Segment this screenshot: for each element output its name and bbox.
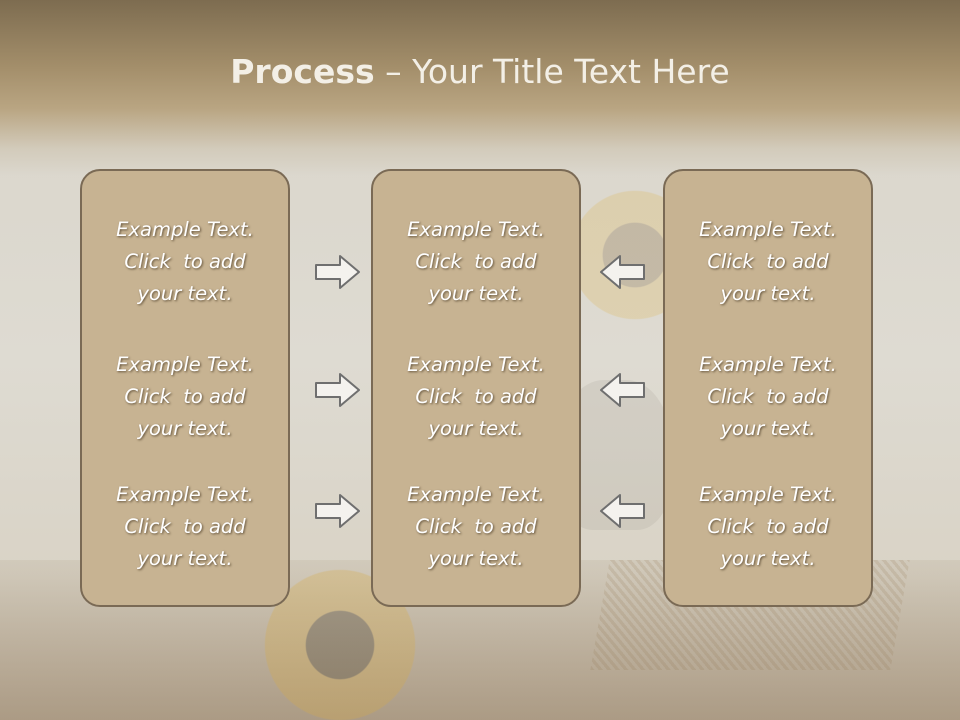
text-line: Click to add — [415, 250, 537, 273]
text-line: Example Text. — [699, 353, 837, 376]
text-line: Example Text. — [407, 218, 545, 241]
arrow-right-icon[interactable] — [314, 252, 362, 292]
process-box-right[interactable]: Example Text. Click to add your text. Ex… — [663, 169, 873, 607]
arrow-left-icon[interactable] — [598, 252, 646, 292]
process-box-center[interactable]: Example Text. Click to add your text. Ex… — [371, 169, 581, 607]
text-line: your text. — [720, 547, 816, 570]
text-line: Click to add — [707, 250, 829, 273]
text-line: Example Text. — [407, 353, 545, 376]
arrow-left-icon[interactable] — [598, 370, 646, 410]
text-line: Click to add — [707, 515, 829, 538]
title-bold: Process — [230, 52, 375, 91]
text-line: Click to add — [415, 385, 537, 408]
arrow-right-icon[interactable] — [314, 370, 362, 410]
text-line: Example Text. — [116, 218, 254, 241]
text-line: Example Text. — [116, 353, 254, 376]
process-box-left[interactable]: Example Text. Click to add your text. Ex… — [80, 169, 290, 607]
text-line: Example Text. — [116, 483, 254, 506]
text-line: your text. — [428, 547, 524, 570]
text-line: Click to add — [415, 515, 537, 538]
text-line: your text. — [428, 282, 524, 305]
box-text[interactable]: Example Text. Click to add your text. — [82, 479, 288, 575]
text-line: Example Text. — [699, 218, 837, 241]
box-text[interactable]: Example Text. Click to add your text. — [373, 214, 579, 310]
text-line: your text. — [137, 547, 233, 570]
box-text[interactable]: Example Text. Click to add your text. — [665, 349, 871, 445]
arrow-right-icon[interactable] — [314, 491, 362, 531]
text-line: Click to add — [124, 250, 246, 273]
box-text[interactable]: Example Text. Click to add your text. — [373, 349, 579, 445]
title-band — [0, 0, 960, 175]
box-text[interactable]: Example Text. Click to add your text. — [373, 479, 579, 575]
text-line: your text. — [428, 417, 524, 440]
title-rest: – Your Title Text Here — [374, 52, 730, 91]
text-line: your text. — [137, 282, 233, 305]
text-line: your text. — [720, 282, 816, 305]
box-text[interactable]: Example Text. Click to add your text. — [82, 349, 288, 445]
box-text[interactable]: Example Text. Click to add your text. — [665, 214, 871, 310]
text-line: your text. — [720, 417, 816, 440]
arrow-left-icon[interactable] — [598, 491, 646, 531]
text-line: Click to add — [124, 385, 246, 408]
text-line: Click to add — [707, 385, 829, 408]
text-line: your text. — [137, 417, 233, 440]
text-line: Example Text. — [407, 483, 545, 506]
box-text[interactable]: Example Text. Click to add your text. — [82, 214, 288, 310]
box-text[interactable]: Example Text. Click to add your text. — [665, 479, 871, 575]
slide-title[interactable]: Process – Your Title Text Here — [0, 52, 960, 91]
text-line: Click to add — [124, 515, 246, 538]
text-line: Example Text. — [699, 483, 837, 506]
